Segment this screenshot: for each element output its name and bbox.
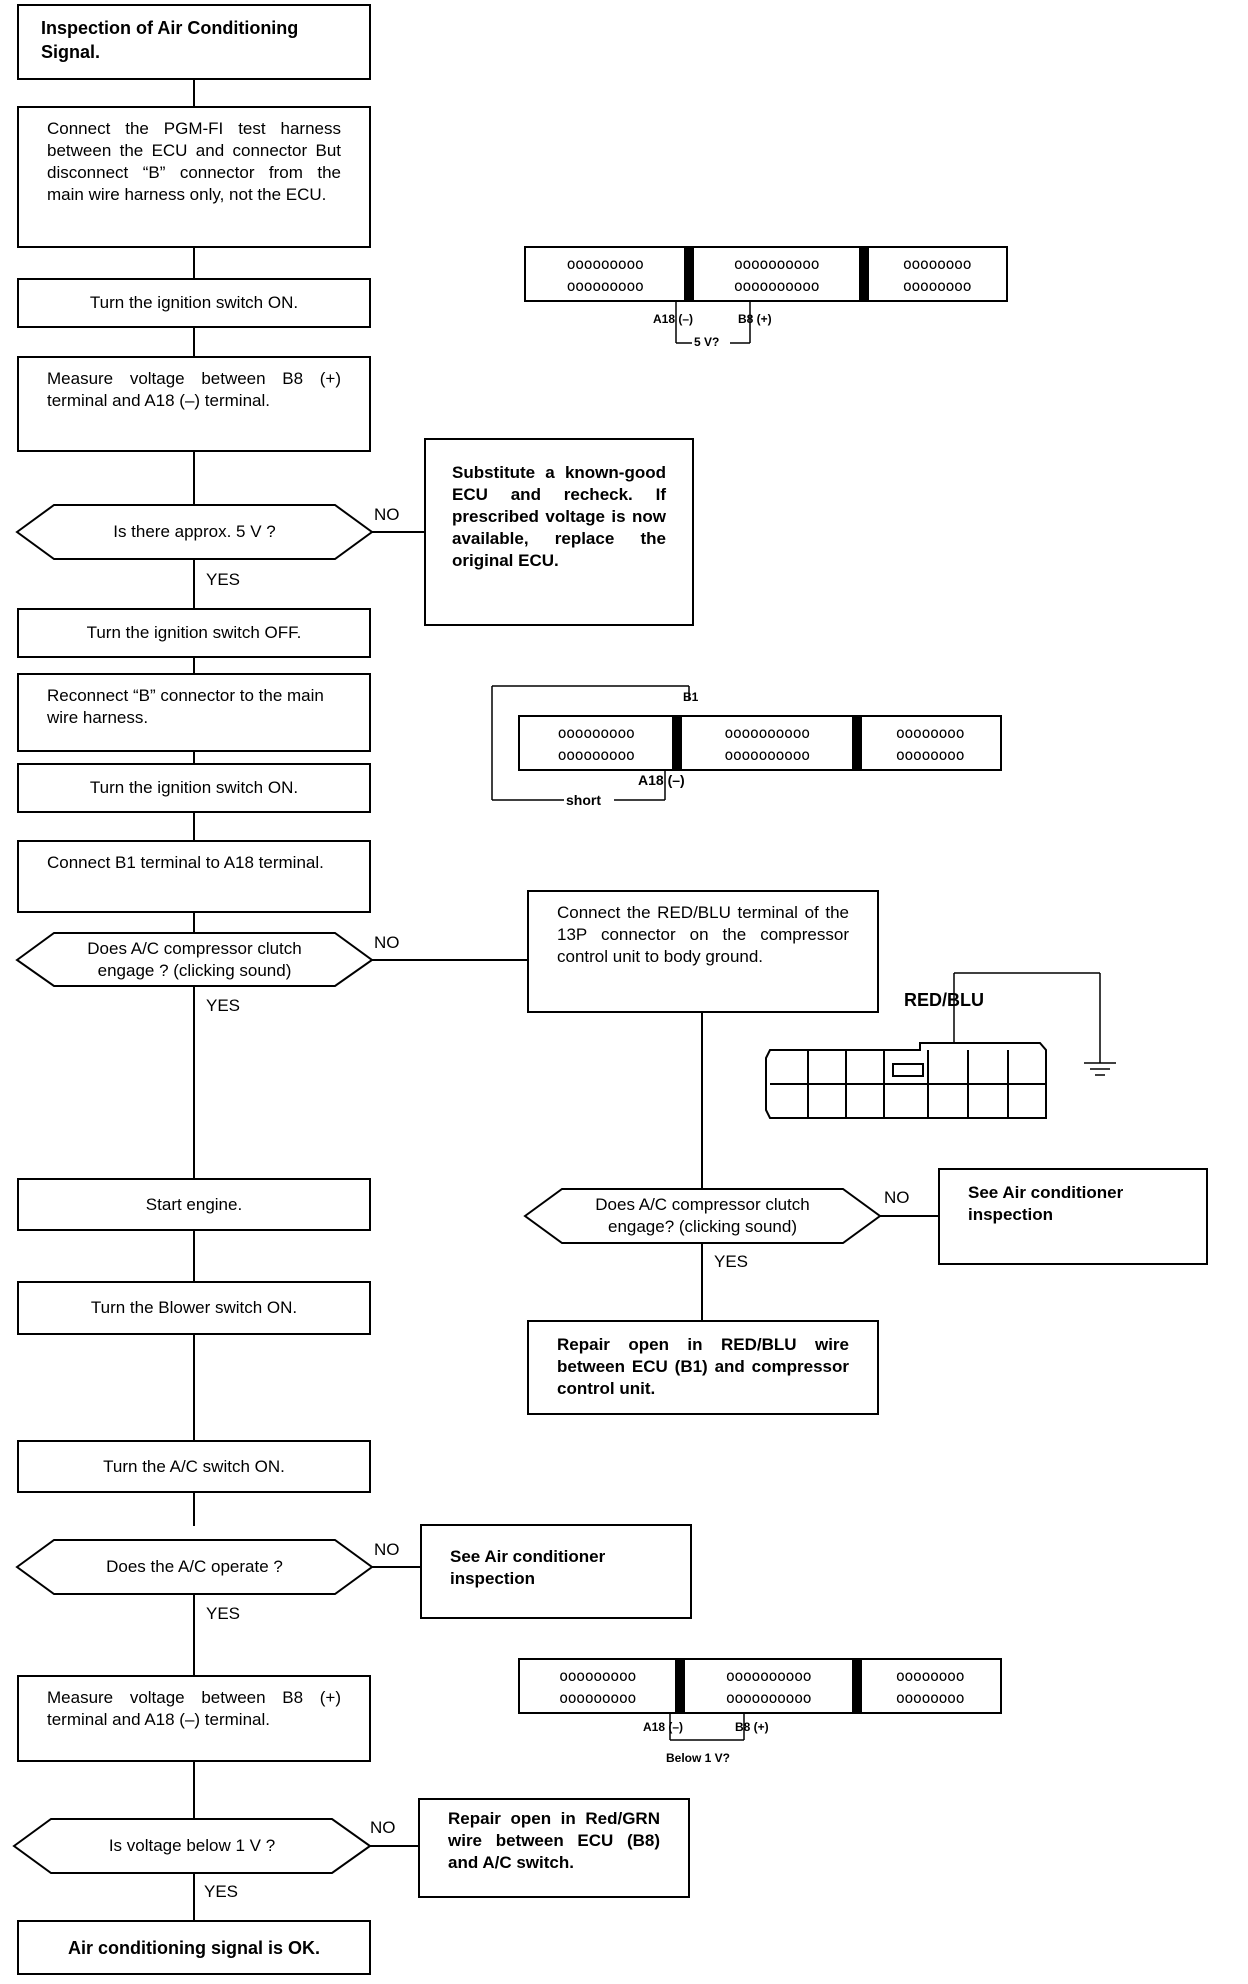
ac-on-text: Turn the A/C switch ON.: [103, 1456, 285, 1476]
repair-redgrn-text: Repair open in Red/GRN wire between ECU …: [448, 1809, 660, 1872]
no-label-clutch-1: NO: [374, 933, 400, 952]
decision-below-1v-text: Is voltage below 1 V ?: [108, 1836, 276, 1855]
yes-label-clutch-2: YES: [714, 1252, 749, 1271]
pin-row-b: oooooooooo: [724, 746, 810, 764]
a18-label-3: A18 (–): [643, 1720, 684, 1734]
pin-row-a: ooooooooo: [566, 277, 644, 295]
connector-divider: [684, 248, 694, 300]
pin-row-a: ooooooooo: [559, 1667, 636, 1685]
substitute-ecu-text: Substitute a known-good ECU and recheck.…: [452, 463, 666, 570]
decision-clutch-2-text: Does A/C compressor clutch engage? (clic…: [595, 1195, 810, 1236]
jumper-label-2: short: [566, 792, 601, 808]
yes-label-5v: YES: [206, 570, 241, 589]
reconnect-b-text: Reconnect “B” connector to the main wire…: [47, 686, 324, 727]
see-ac-text-2: See Air conditioner inspection: [450, 1547, 606, 1588]
pin-row-b: oooooooooo: [733, 277, 820, 295]
connect-redblu-text: Connect the RED/BLU terminal of the 13P …: [557, 903, 849, 966]
start-engine-box: Start engine.: [17, 1178, 371, 1231]
yes-label-below-1v: YES: [204, 1882, 239, 1901]
a18-label-1: A18 (–): [653, 312, 694, 326]
pin-row-a: ooooooooo: [557, 746, 635, 764]
decision-clutch-2: Does A/C compressor clutch engage? (clic…: [525, 1189, 880, 1243]
see-ac-box-2: See Air conditioner inspection: [420, 1524, 692, 1619]
ecu-connector-diagram-2: ooooooooo oooooooooo oooooooo ooooooooo …: [518, 715, 1002, 771]
repair-redblu-text: Repair open in RED/BLU wire between ECU …: [557, 1335, 849, 1398]
pin-row-d: oooooooo: [895, 1667, 965, 1685]
connector-divider: [672, 717, 682, 769]
reconnect-b-box: Reconnect “B” connector to the main wire…: [17, 673, 371, 752]
yes-label-clutch-1: YES: [206, 996, 241, 1015]
pin-row-d: oooooooo: [895, 746, 965, 764]
blower-on-text: Turn the Blower switch ON.: [90, 1298, 298, 1317]
measure-text-2: Measure voltage between B8 (+) terminal …: [47, 1688, 341, 1729]
signal-ok-text: Air conditioning signal is OK.: [67, 1937, 320, 1958]
connect-b1-text: Connect B1 terminal to A18 terminal.: [47, 853, 324, 872]
decision-5v-text: Is there approx. 5 V ?: [113, 522, 276, 541]
ign-on-text-1: Turn the ignition switch ON.: [89, 293, 299, 312]
yes-label-operate: YES: [206, 1604, 241, 1623]
no-label-clutch-2: NO: [884, 1188, 910, 1207]
connector-divider: [852, 1660, 862, 1712]
connector-divider: [859, 248, 869, 300]
reading-label-1: 5 V?: [694, 335, 720, 349]
connect-harness-box: Connect the PGM-FI test harness between …: [17, 106, 371, 248]
b1-label-2: B1: [683, 690, 699, 704]
pin-row-d: oooooooo: [895, 724, 965, 742]
pin-row-a: ooooooooo: [559, 1689, 636, 1707]
connector-divider: [852, 717, 862, 769]
measure-box-2: Measure voltage between B8 (+) terminal …: [17, 1675, 371, 1762]
ign-off-text: Turn the ignition switch OFF.: [86, 623, 302, 642]
ign-on-box-1: Turn the ignition switch ON.: [17, 278, 371, 328]
pin-row-d: oooooooo: [902, 255, 972, 273]
substitute-ecu-box: Substitute a known-good ECU and recheck.…: [424, 438, 694, 626]
ecu-connector-diagram-3: ooooooooo oooooooooo oooooooo ooooooooo …: [518, 1658, 1002, 1714]
a18-label-2: A18 (–): [638, 772, 685, 788]
signal-ok-box: Air conditioning signal is OK.: [17, 1920, 371, 1975]
title-text: Inspection of Air Conditioning Signal.: [41, 18, 299, 62]
blower-on-box: Turn the Blower switch ON.: [17, 1281, 371, 1335]
decision-clutch-1: Does A/C compressor clutch engage ? (cli…: [17, 933, 372, 986]
pin-row-a: ooooooooo: [557, 724, 635, 742]
b8-label-1: B8 (+): [738, 312, 772, 326]
see-ac-box-1: See Air conditioner inspection: [938, 1168, 1208, 1265]
pin-row-b: oooooooooo: [725, 1667, 812, 1685]
reading-label-3: Below 1 V?: [666, 1751, 731, 1765]
no-label-below-1v: NO: [370, 1818, 396, 1837]
no-label-operate: NO: [374, 1540, 400, 1559]
redblu-wire-label: RED/BLU: [904, 990, 984, 1010]
ign-off-box: Turn the ignition switch OFF.: [17, 608, 371, 658]
no-label-5v: NO: [374, 505, 400, 524]
measure-box-1: Measure voltage between B8 (+) terminal …: [17, 356, 371, 452]
decision-below-1v: Is voltage below 1 V ?: [14, 1819, 370, 1873]
see-ac-text-1: See Air conditioner inspection: [968, 1183, 1124, 1224]
decision-operate: Does the A/C operate ?: [17, 1540, 372, 1594]
connect-b1-box: Connect B1 terminal to A18 terminal.: [17, 840, 371, 913]
pin-row-b: oooooooooo: [725, 1689, 812, 1707]
title-box: Inspection of Air Conditioning Signal.: [17, 4, 371, 80]
ecu-connector-diagram-1: ooooooooo oooooooooo oooooooo ooooooooo …: [524, 246, 1008, 302]
pin-row-d: oooooooo: [902, 277, 972, 295]
ign-on-box-2: Turn the ignition switch ON.: [17, 763, 371, 813]
pin-row-b: oooooooooo: [724, 724, 810, 742]
repair-redblu-box: Repair open in RED/BLU wire between ECU …: [527, 1320, 879, 1415]
decision-5v: Is there approx. 5 V ?: [17, 505, 372, 559]
b8-label-3: B8 (+): [735, 1720, 769, 1734]
start-engine-text: Start engine.: [145, 1194, 243, 1214]
decision-clutch-1-text: Does A/C compressor clutch engage ? (cli…: [87, 938, 302, 980]
measure-text-1: Measure voltage between B8 (+) terminal …: [47, 369, 341, 410]
ign-on-text-2: Turn the ignition switch ON.: [89, 778, 299, 797]
compressor-control-unit-connector: [765, 1042, 1047, 1119]
connector-divider: [675, 1660, 685, 1712]
pin-row-d: oooooooo: [895, 1689, 965, 1707]
pin-row-a: ooooooooo: [566, 255, 644, 273]
connect-redblu-box: Connect the RED/BLU terminal of the 13P …: [527, 890, 879, 1013]
pin-row-b: oooooooooo: [733, 255, 820, 273]
decision-operate-text: Does the A/C operate ?: [106, 1557, 283, 1576]
connect-harness-text: Connect the PGM-FI test harness between …: [47, 119, 341, 204]
repair-redgrn-box: Repair open in Red/GRN wire between ECU …: [418, 1798, 690, 1898]
ac-on-box: Turn the A/C switch ON.: [17, 1440, 371, 1493]
